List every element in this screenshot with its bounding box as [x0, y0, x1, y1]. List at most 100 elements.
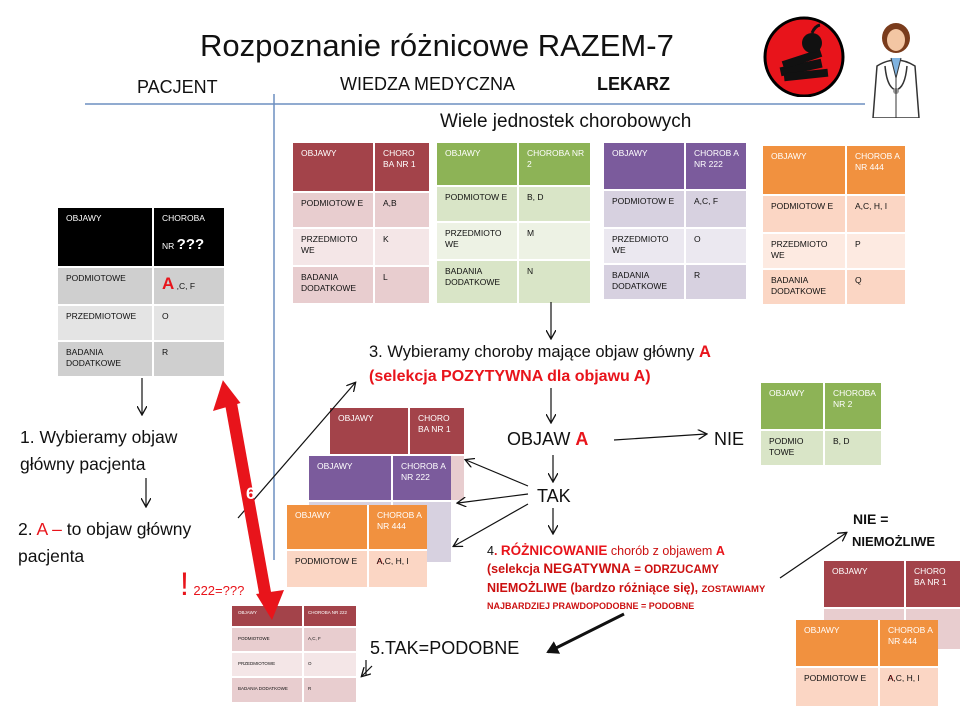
mini-table-222: OBJAWY CHOROBA NR 222 PODMIOTOWE A,C, F … [232, 606, 356, 702]
patient-badania-value: R [152, 342, 224, 376]
nie-eq-label: NIE = [853, 511, 889, 527]
arrow-tak-to-table222 [458, 493, 529, 503]
step-4-text: 4. RÓŻNICOWANIE chorób z objawem A (sele… [487, 542, 765, 613]
step-4-line3b: ZOSTAWIAMY [701, 584, 766, 595]
d444-row-przedmiotowe: PRZEDMIOTO WE [763, 234, 845, 268]
imp-d444-podmiotowe-text: A,C, H, I [887, 673, 920, 683]
d2-podmiotowe-value: B, D [517, 187, 590, 221]
d1-badania-value: L [373, 267, 429, 303]
doctor-icon [865, 18, 927, 118]
d1-row-przedmiotowe: PRZEDMIOTO WE [293, 229, 373, 265]
step-4-line2a: (selekcja [487, 562, 540, 576]
header-doctor: LEKARZ [597, 74, 670, 94]
mini-row-badania: BADANIA DODATKOWE [232, 678, 302, 702]
imp-d444-header-name: CHOROB A NR 444 [878, 620, 938, 666]
sel-d444-symptom-a: A [377, 556, 383, 566]
imp-d444-row-podmiotowe: PODMIOTOW E [796, 668, 878, 706]
d222-header-name: CHOROB A NR 222 [684, 143, 746, 189]
tak-label: TAK [537, 486, 571, 506]
sel-d1-header-objawy: OBJAWY [330, 408, 408, 454]
sel-d222-header-name: CHOROB A NR 222 [391, 456, 451, 500]
sel-d444-header-objawy: OBJAWY [287, 505, 367, 549]
step-3-text: 3. Wybieramy choroby mające objaw główny [369, 343, 695, 361]
six-label: 6 [246, 484, 256, 503]
step-4-rest: chorób z objawem [610, 544, 713, 558]
mini-row-przedmiotowe: PRZEDMIOTOWE [232, 653, 302, 676]
d444-podmiotowe-value: A,C, H, I [845, 196, 905, 232]
d1-row-podmiotowe: PODMIOTOW E [293, 193, 373, 227]
mini-podmiotowe-value: A,C, F [302, 628, 356, 651]
exclaim-mark: ! [180, 566, 189, 602]
mini-header-objawy: OBJAWY [232, 606, 302, 626]
d2-row-podmiotowe: PODMIOTOW E [437, 187, 517, 221]
sel-d444-podmiotowe-value: AA,C, H, I [367, 551, 427, 587]
disease-table-444: OBJAWY CHOROB A NR 444 PODMIOTOW E A,C, … [763, 146, 905, 304]
arrow-step5-to-mini [362, 665, 373, 676]
q222-text: 222=??? [193, 583, 245, 598]
patient-header-objawy: OBJAWY [58, 208, 152, 266]
d444-przedmiotowe-value: P [845, 234, 905, 268]
header-knowledge: WIEDZA MEDYCZNA [340, 74, 516, 94]
mini-badania-value: R [302, 678, 356, 702]
step-4-line2b: NEGATYWNA [543, 561, 631, 576]
nie-label: NIE [714, 429, 745, 449]
step-4-line2c: = ODRZUCAMY [634, 564, 719, 576]
patient-table: OBJAWY CHOROBA NR ??? PODMIOTOWE A ,C, F… [58, 208, 224, 376]
step-2-symptom: A – [36, 519, 62, 539]
step-3-line1: 3. Wybieramy choroby mające objaw główny… [369, 343, 711, 362]
d222-row-przedmiotowe: PRZEDMIOTO WE [604, 229, 684, 263]
objaw-a-label: OBJAW A [507, 429, 588, 450]
question-222: ! 222=??? [180, 566, 244, 603]
objaw-symptom: A [575, 429, 589, 449]
step-1-text: 1. Wybieramy objaw główny pacjenta [20, 427, 178, 475]
step-3-symptom: A [699, 343, 711, 361]
slide-title: Rozpoznanie różnicowe RAZEM-7 [200, 28, 674, 63]
step-3-line2: (selekcja POZYTYWNA dla objawu A) [369, 368, 651, 385]
arrow-tak-to-table1 [466, 460, 529, 487]
nie-d2-header-objawy: OBJAWY [761, 383, 823, 429]
patient-row-badania: BADANIA DODATKOWE [58, 342, 152, 376]
arrow-step4-to-nie [779, 533, 846, 579]
imp-d1-header-objawy: OBJAWY [824, 561, 904, 607]
d1-header-objawy: OBJAWY [293, 143, 373, 191]
step-2-prefix: 2. [18, 519, 33, 539]
many-units-label: Wiele jednostek chorobowych [440, 111, 692, 132]
patient-przedmiotowe-value: O [152, 306, 224, 340]
d222-row-badania: BADANIA DODATKOWE [604, 265, 684, 299]
patient-header-disease: CHOROBA NR ??? [152, 208, 224, 266]
patient-symptom-a: A [162, 274, 175, 293]
nie-d2-header-name: CHOROBA NR 2 [823, 383, 881, 429]
imp-d444-podmiotowe-value: AA,C, H, I [878, 668, 938, 706]
arrow-step4-to-step5 [546, 612, 625, 654]
rejected-table-2: OBJAWY CHOROBA NR 2 PODMIO TOWE B, D [761, 383, 881, 465]
step-4-num: 4 [487, 544, 494, 558]
sel-d444-row-podmiotowe: PODMIOTOW E [287, 551, 367, 587]
step-2-text: 2. A – to objaw główny pacjenta [18, 516, 248, 570]
patient-row-podmiotowe: PODMIOTOWE [58, 268, 152, 304]
d2-badania-value: N [517, 261, 590, 303]
d444-header-name: CHOROB A NR 444 [845, 146, 905, 194]
mini-header-choroba: CHOROBA NR 222 [302, 606, 356, 626]
d2-przedmiotowe-value: M [517, 223, 590, 259]
d2-header-objawy: OBJAWY [437, 143, 517, 185]
disease-table-2: OBJAWY CHOROBA NR 2 PODMIOTOW E B, D PRZ… [437, 143, 590, 303]
d444-row-podmiotowe: PODMIOTOW E [763, 196, 845, 232]
niemozliwe-label: NIEMOŻLIWE [852, 534, 936, 549]
d1-header-name: CHORO BA NR 1 [373, 143, 429, 191]
sel-d444-header-name: CHOROB A NR 444 [367, 505, 427, 549]
d222-row-podmiotowe: PODMIOTOW E [604, 191, 684, 227]
imp-d1-header-name: CHORO BA NR 1 [904, 561, 960, 607]
patient-disease-label: CHOROBA [162, 213, 205, 223]
imp-d444-symptom-a: A [888, 673, 894, 683]
step-4-symptom: A [715, 544, 725, 558]
step-4-main: RÓŻNICOWANIE [500, 543, 608, 558]
d222-badania-value: R [684, 265, 746, 299]
books-apple-icon [763, 16, 845, 97]
arrow-tak-to-table444 [454, 503, 529, 546]
patient-row-przedmiotowe: PRZEDMIOTOWE [58, 306, 152, 340]
sel-d1-header-name: CHORO BA NR 1 [408, 408, 464, 454]
patient-podmiotowe-value: A ,C, F [152, 268, 224, 304]
d2-header-name: CHOROBA NR 2 [517, 143, 590, 185]
d2-row-przedmiotowe: PRZEDMIOTO WE [437, 223, 517, 259]
